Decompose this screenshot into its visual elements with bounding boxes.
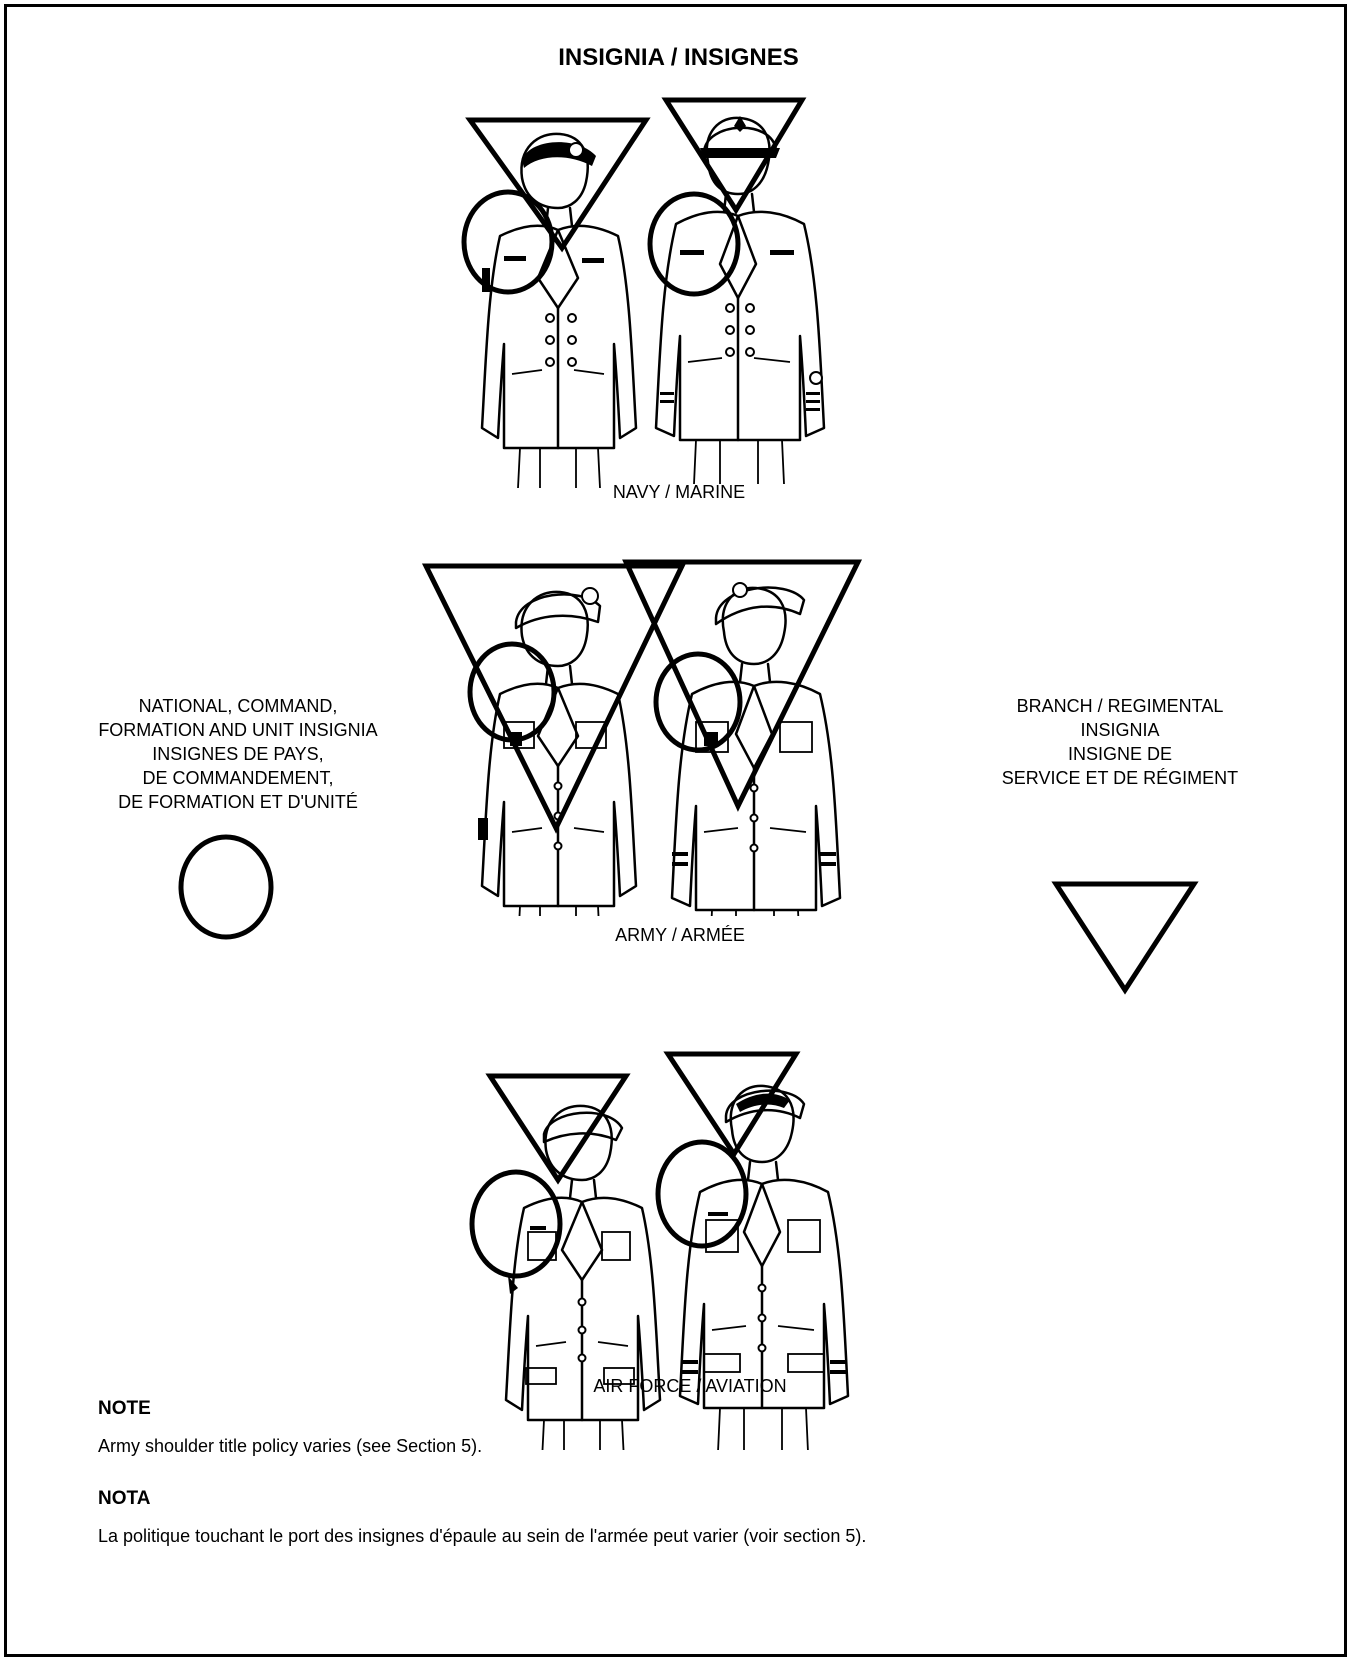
legend-circle-line: INSIGNES DE PAYS, [68,742,408,766]
navy-illustration [440,88,860,488]
legend-triangle-line: SERVICE ET DE RÉGIMENT [940,766,1300,790]
nota-text: La politique touchant le port des insign… [98,1526,866,1547]
note-text: Army shoulder title policy varies (see S… [98,1436,482,1457]
nota-heading: NOTA [98,1488,150,1510]
legend-triangle-text: BRANCH / REGIMENTAL INSIGNIA INSIGNE DE … [940,694,1300,790]
legend-triangle-line: BRANCH / REGIMENTAL [940,694,1300,718]
legend-circle-line: NATIONAL, COMMAND, [68,694,408,718]
legend-circle-line: DE FORMATION ET D'UNITÉ [68,790,408,814]
circle-symbol [176,832,276,942]
note-heading: NOTE [98,1398,151,1420]
legend-circle-line: DE COMMANDEMENT, [68,766,408,790]
page-title: INSIGNIA / INSIGNES [0,44,1357,72]
army-caption: ARMY / ARMÉE [540,925,820,946]
legend-triangle-line: INSIGNE DE [940,742,1300,766]
air-force-caption: AIR FORCE / AVIATION [540,1376,840,1397]
legend-circle-line: FORMATION AND UNIT INSIGNIA [68,718,408,742]
navy-caption: NAVY / MARINE [550,482,808,503]
army-illustration [420,556,880,916]
triangle-symbol [1050,878,1200,996]
legend-triangle-line: INSIGNIA [940,718,1300,742]
legend-circle-text: NATIONAL, COMMAND, FORMATION AND UNIT IN… [68,694,408,814]
